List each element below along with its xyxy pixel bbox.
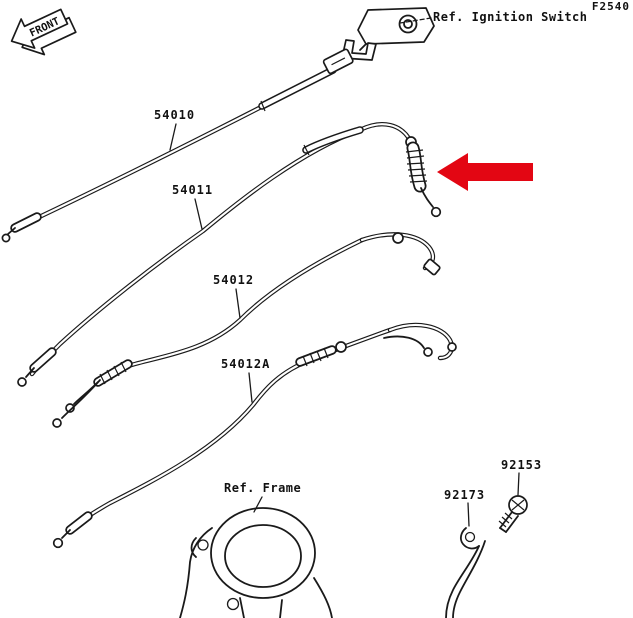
front-arrow-banner: FRONT <box>10 8 77 56</box>
leader-54010 <box>169 123 177 151</box>
page-code: F2540 <box>591 0 630 13</box>
leader-54012a <box>248 372 253 403</box>
cable-54010-drawing <box>1 48 354 243</box>
part-label-54011: 54011 <box>172 183 214 197</box>
part-label-54010: 54010 <box>154 108 196 122</box>
leader-54012 <box>235 288 241 319</box>
cable-54011-drawing <box>17 122 442 387</box>
leader-92153 <box>517 472 520 496</box>
leader-92173 <box>467 502 470 527</box>
part-label-54012: 54012 <box>213 273 255 287</box>
leader-ref-frame <box>253 496 263 513</box>
screw-92153-drawing <box>498 472 528 533</box>
frame-drawing <box>179 496 333 618</box>
ref-frame-label: Ref. Frame <box>224 481 302 495</box>
cable-54012a-drawing <box>52 322 457 549</box>
cable-54012-drawing <box>52 232 441 428</box>
part-label-54012a: 54012A <box>221 357 271 371</box>
leader-54011 <box>194 198 203 230</box>
stay-92173-drawing <box>445 502 486 618</box>
part-label-92173: 92173 <box>444 488 486 502</box>
ref-ignition-switch-label: Ref. Ignition Switch <box>433 10 588 24</box>
leader-ignition-switch <box>399 17 432 24</box>
part-label-92153: 92153 <box>501 458 543 472</box>
highlight-arrow <box>437 153 533 191</box>
